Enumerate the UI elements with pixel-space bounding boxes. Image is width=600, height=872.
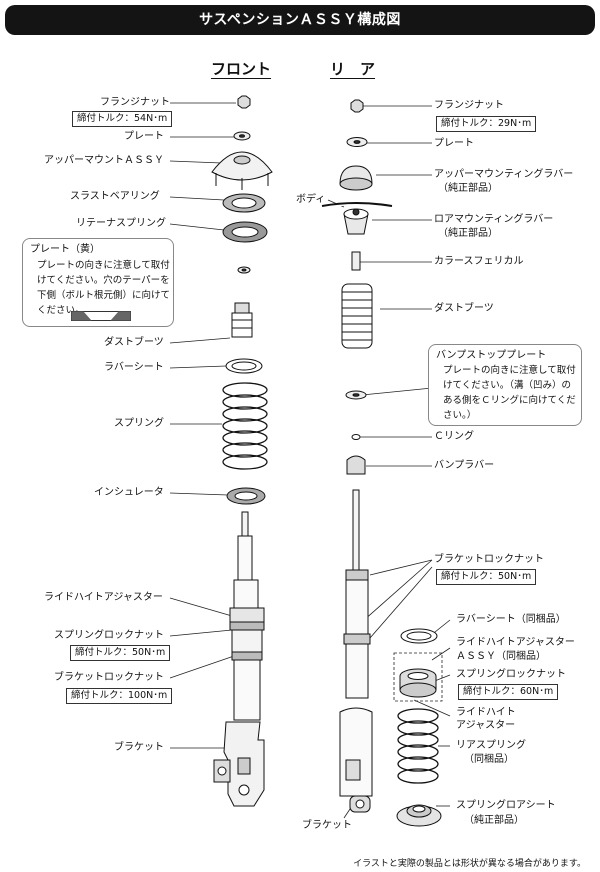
front-bracket-lock-nut-torque: 締付トルク：100N･m [66, 688, 173, 704]
rear-ride-height-adjuster-label: ライドハイト [456, 707, 516, 718]
rear-bracket-label: ブラケット [302, 820, 352, 831]
rear-flange-nut-torque: 締付トルク：29N･m [436, 116, 537, 132]
front-plate-note-title: プレート（黄） [30, 244, 100, 255]
front-spring-label: スプリング [114, 418, 164, 429]
rear-bump-plate-note-title: バンプストッププレート [436, 350, 547, 361]
front-flange-nut-label: フランジナット [100, 97, 170, 108]
front-bracket-label: ブラケット [114, 742, 164, 753]
rear-spring-lock-nut-label: スプリングロックナット [456, 669, 566, 680]
front-header: フロント [211, 60, 272, 78]
rear-spring-sub: （同梱品） [464, 754, 514, 765]
front-retainer-spring-label: リテーナスプリング [76, 218, 166, 229]
front-plate-note-figure [71, 311, 131, 321]
rear-bump-plate-note-body: プレートの向きに注意して取付けてください。（溝（凹み）のある側をＣリングに向けて… [443, 365, 576, 421]
rear-body-label: ボディ [296, 194, 326, 205]
rear-bump-plate-note: バンプストッププレート プレートの向きに注意して取付けてください。（溝（凹み）の… [428, 344, 582, 426]
title-bar: サスペンションＡＳＳＹ構成図 [5, 5, 595, 35]
rear-collar-label: カラースフェリカル [434, 256, 524, 267]
rear-plate-label: プレート [434, 138, 474, 149]
rear-bump-rubber-label: バンプラバー [434, 460, 495, 471]
front-dust-boot-label: ダストブーツ [104, 337, 164, 348]
rear-upper-mounting-rubber-sub: （純正部品） [438, 183, 498, 194]
front-bracket-lock-nut-label: ブラケットロックナット [54, 672, 164, 683]
rear-ride-height-adjuster-label-2: アジャスター [456, 720, 516, 731]
rear-ride-height-adjuster-assy-label: ライドハイトアジャスター [456, 637, 575, 648]
front-flange-nut-torque: 締付トルク：54N･m [72, 111, 173, 127]
rear-spring-label: リアスプリング [456, 740, 526, 751]
rear-rubber-sheet-label: ラバーシート（同梱品） [456, 614, 566, 625]
rear-header: リ ア [330, 60, 376, 78]
rear-flange-nut-label: フランジナット [434, 100, 504, 111]
disclaimer-footer: イラストと実際の製品とは形状が異なる場合があります。 [353, 859, 586, 869]
page-title: サスペンションＡＳＳＹ構成図 [199, 12, 401, 28]
rear-spring-lock-nut-torque: 締付トルク：60N･m [458, 684, 559, 700]
front-upper-mount-label: アッパーマウントＡＳＳＹ [44, 155, 164, 166]
rear-bracket-lock-nut-torque: 締付トルク：50N･m [436, 569, 537, 585]
rear-spring-lower-seat-label: スプリングロアシート [456, 800, 556, 811]
front-spring-lock-nut-torque: 締付トルク：50N･m [70, 645, 171, 661]
front-plate-note-body: プレートの向きに注意して取付けてください。穴のテーパーを下側（ボルト根元側）に向… [37, 260, 171, 316]
rear-lower-mounting-rubber-label: ロアマウンティングラバー [434, 214, 554, 225]
front-thrust-bearing-label: スラストベアリング [70, 191, 160, 202]
front-insulator-label: インシュレータ [94, 487, 164, 498]
front-spring-lock-nut-label: スプリングロックナット [54, 630, 164, 641]
rear-upper-mounting-rubber-label: アッパーマウンティングラバー [434, 169, 574, 180]
front-plate-label: プレート [124, 131, 164, 142]
rear-lower-mounting-rubber-sub: （純正部品） [438, 228, 498, 239]
rear-dust-boot-label: ダストブーツ [434, 303, 494, 314]
rear-bracket-lock-nut-label: ブラケットロックナット [434, 554, 544, 565]
rear-ride-height-adjuster-assy-label-2: ＡＳＳＹ（同梱品） [456, 651, 546, 662]
rear-c-ring-label: Ｃリング [434, 431, 474, 442]
rear-spring-lower-seat-sub: （純正部品） [464, 815, 524, 826]
front-ride-height-adjuster-label: ライドハイトアジャスター [44, 592, 163, 603]
front-plate-note: プレート（黄） プレートの向きに注意して取付けてください。穴のテーパーを下側（ボ… [22, 238, 174, 327]
front-rubber-sheet-label: ラバーシート [104, 362, 164, 373]
